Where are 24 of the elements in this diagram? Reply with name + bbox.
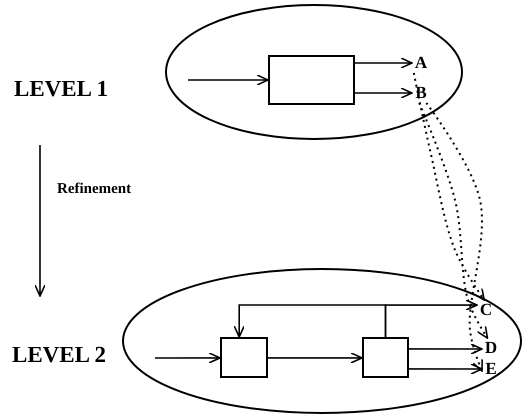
arrow bbox=[268, 352, 363, 364]
level-ellipse bbox=[165, 4, 463, 140]
signal-label: D bbox=[482, 338, 500, 358]
arrow bbox=[355, 57, 413, 69]
arrow bbox=[384, 299, 478, 337]
signal-label: C bbox=[477, 300, 495, 322]
arrow bbox=[155, 352, 221, 364]
process-box bbox=[362, 337, 409, 378]
dotted-arrow bbox=[418, 102, 488, 339]
dotted-arrow bbox=[412, 72, 486, 301]
process-box bbox=[268, 55, 355, 105]
level-ellipse bbox=[122, 268, 522, 414]
level-label: LEVEL 1 bbox=[14, 76, 108, 102]
signal-label: A bbox=[412, 53, 430, 73]
refinement-label: Refinement bbox=[57, 181, 132, 198]
process-box bbox=[220, 337, 268, 378]
arrow bbox=[409, 343, 483, 355]
arrow bbox=[188, 74, 269, 86]
level-label: LEVEL 2 bbox=[12, 342, 106, 368]
dotted-arrow bbox=[426, 102, 484, 372]
arrow bbox=[233, 304, 386, 338]
signal-label: E bbox=[482, 359, 500, 379]
arrow bbox=[355, 87, 413, 99]
arrow bbox=[409, 363, 483, 375]
